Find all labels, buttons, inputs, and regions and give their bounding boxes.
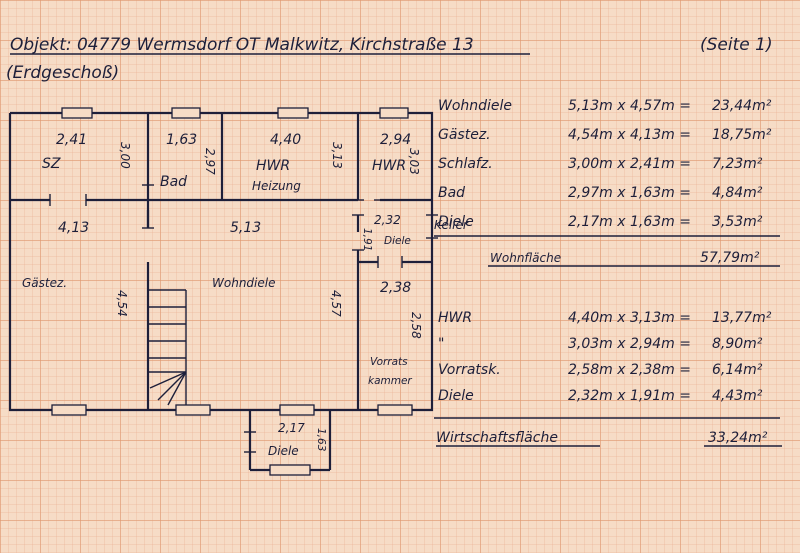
table-cell-calc: 2,17m x 1,63m = [568,214,691,230]
living-total-value: 57,79m² [700,250,760,266]
room-diele-entrance: Diele [268,444,299,458]
table-cell-calc: 4,40m x 3,13m = [568,310,691,326]
table-cell-area: 4,84m² [712,185,763,201]
dim-label: 2,38 [380,280,411,296]
dim-label: 2,32 [374,213,401,227]
table-cell-calc: 2,58m x 2,38m = [568,362,691,378]
table-cell-room: Diele [438,388,474,404]
table-cell-area: 7,23m² [712,156,763,172]
room-diele: Diele [384,235,411,247]
table-cell-area: 18,75m² [712,127,772,143]
table-cell-room: Schlafz. [438,156,493,172]
table-cell-area: 23,44m² [712,98,772,114]
floor-label: (Erdgeschoß) [6,63,119,83]
window [171,107,201,119]
dim-label: 5,13 [230,220,261,236]
dim-label: 3,00 [118,142,132,169]
table-cell-calc: 2,32m x 1,91m = [568,388,691,404]
room-hwr2: HWR [372,158,406,174]
table-cell-room: Wohndiele [438,98,512,114]
room-hwr: HWR [256,158,290,174]
dim-label: 2,17 [278,421,305,435]
room-labels: SZ Bad HWR Heizung HWR Gästez. Wohndiele… [22,156,469,458]
window [379,107,409,119]
window [269,464,311,476]
table-cell-room: " [438,336,444,352]
room-keller: Keller [434,218,469,232]
staircase [146,262,187,410]
table-cell-room: HWR [438,310,472,326]
window [279,404,315,416]
dimension-labels: 2,41 1,63 4,40 2,94 3,00 2,97 3,13 3,03 … [56,132,423,451]
living-total-label: Wohnfläche [490,251,561,265]
dim-label: 4,54 [115,290,129,317]
table-cell-room: Gästez. [438,127,491,143]
table-cell-area: 13,77m² [712,310,772,326]
utility-total-value: 33,24m² [708,430,768,446]
floor-plan [8,107,438,476]
table-cell-calc: 3,00m x 2,41m = [568,156,691,172]
utility-area-table: HWR 4,40m x 3,13m = 13,77m² " 3,03m x 2,94m … [438,310,772,404]
dim-label: 2,58 [409,312,423,339]
dim-label: 1,63 [166,132,197,148]
dim-label: 2,94 [380,132,411,148]
living-area-table: Wohndiele 5,13m x 4,57m = 23,44m² Gästez. 4,… [438,98,772,230]
dim-label: 2,97 [203,148,217,175]
dim-label: 3,13 [330,142,344,169]
dim-label: 4,13 [58,220,89,236]
room-gastez: Gästez. [22,276,67,290]
room-kammer: kammer [368,375,412,387]
table-cell-area: 4,43m² [712,388,763,404]
room-heizung: Heizung [252,179,301,193]
table-cell-area: 6,14m² [712,362,763,378]
dim-label: 4,40 [270,132,301,148]
window [51,404,87,416]
table-cell-room: Diele [438,214,474,230]
table-cell-calc: 5,13m x 4,57m = [568,98,691,114]
table-cell-room: Vorratsk. [438,362,501,378]
dim-label: 1,63 [315,428,327,451]
room-wohndiele: Wohndiele [212,276,275,290]
table-cell-calc: 3,03m x 2,94m = [568,336,691,352]
room-bad: Bad [160,174,187,190]
dim-label: 3,03 [407,148,421,175]
window [277,107,309,119]
room-vorrats: Vorrats [370,356,408,368]
dim-label: 1,91 [361,228,373,251]
window [377,404,413,416]
table-cell-calc: 2,97m x 1,63m = [568,185,691,201]
room-sz: SZ [42,156,61,172]
utility-total-label: Wirtschaftsfläche [436,430,558,446]
object-title: Objekt: 04779 Wermsdorf OT Malkwitz, Kir… [10,35,474,55]
dim-label: 4,57 [329,290,343,317]
page-number: (Seite 1) [700,35,773,55]
dim-label: 2,41 [56,132,87,148]
table-cell-calc: 4,54m x 4,13m = [568,127,691,143]
table-cell-area: 8,90m² [712,336,763,352]
window [175,404,211,416]
table-cell-room: Bad [438,185,465,201]
table-cell-area: 3,53m² [712,214,763,230]
window [61,107,93,119]
